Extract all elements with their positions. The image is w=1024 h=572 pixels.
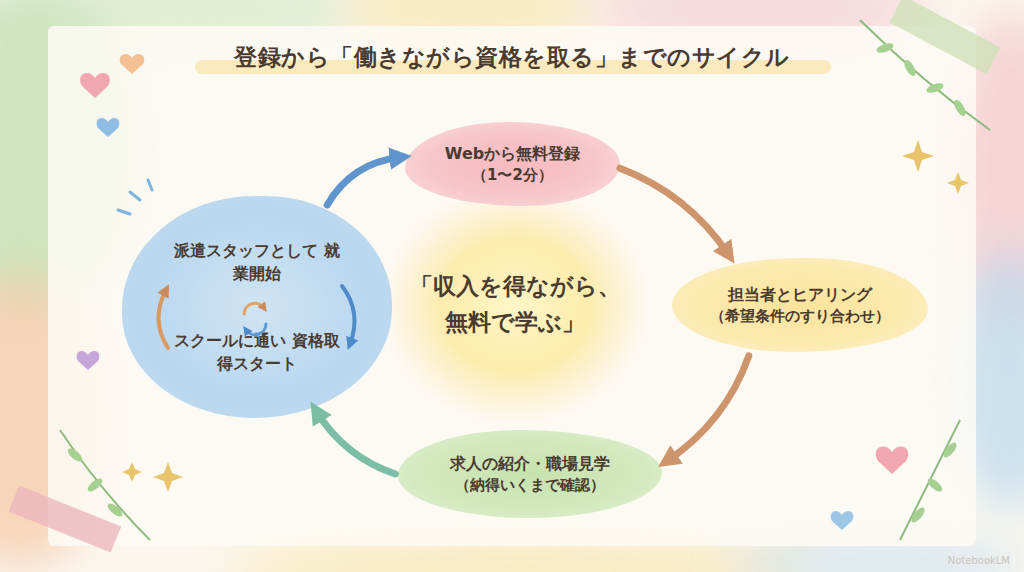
node-text: （1〜2分） [472, 165, 553, 187]
heart-icon [831, 511, 854, 530]
deco-ellipse [66, 446, 85, 464]
work-study-blob: 派遣スタッフとして 就業開始スクールに通い 資格取得スタート [122, 196, 392, 418]
deco-ellipse [909, 506, 927, 525]
heart-icon [77, 351, 100, 370]
deco-path [900, 420, 960, 540]
washi-tape [9, 485, 121, 552]
heart-icon [97, 118, 120, 137]
heart-icon [80, 73, 110, 98]
deco-ellipse [926, 476, 945, 494]
deco-ellipse [902, 58, 918, 78]
cycle-arrow [620, 168, 728, 254]
node-text: 担当者とヒアリング [728, 283, 872, 306]
paper-card [48, 26, 976, 546]
sparkle-icon [122, 462, 142, 482]
step-blob: 担当者とヒアリング（希望条件のすり合わせ） [672, 258, 928, 352]
deco-ellipse [106, 501, 125, 519]
node-text: 求人の紹介・職場見学 [450, 452, 610, 475]
heart-icon [120, 54, 145, 74]
deco-path [60, 430, 150, 540]
deco-line [118, 210, 130, 214]
deco-path [860, 20, 990, 130]
heart-icon [876, 447, 909, 474]
deco-ellipse [86, 476, 105, 494]
deco-ellipse [875, 41, 895, 55]
center-message: 「収入を得ながら、 無料で学ぶ」 [400, 212, 630, 398]
watermark: NotebookLM [948, 555, 1010, 566]
leaf-branch [60, 20, 990, 540]
leaf-group [66, 41, 968, 524]
cycle-arrow [316, 411, 395, 474]
sparkle-icon [902, 140, 934, 172]
accent-strokes [118, 180, 152, 214]
node-text: （希望条件のすり合わせ） [710, 306, 890, 328]
step-blob: 求人の紹介・職場見学（納得いくまで確認） [398, 430, 662, 518]
cycle-arrow [667, 356, 749, 461]
node-text: 「収入を得ながら、 無料で学ぶ」 [408, 269, 623, 340]
node-text: スクールに通い 資格取得スタート [172, 329, 342, 375]
deco-ellipse [941, 441, 959, 460]
deco-line [148, 180, 152, 190]
diagram-title: 登録から「働きながら資格を取る」までのサイクル [0, 42, 1024, 73]
deco-ellipse [925, 81, 945, 95]
node-text: 派遣スタッフとして 就業開始 [172, 239, 342, 285]
deco-ellipse [952, 98, 968, 118]
node-text: Webから無料登録 [445, 142, 580, 165]
deco-line [130, 192, 140, 200]
cycle-arrow [327, 157, 401, 205]
sun-glow [380, 185, 650, 425]
step-blob: Webから無料登録（1〜2分） [405, 122, 620, 206]
sparkle-icon [153, 462, 183, 492]
sparkle-icon [947, 172, 969, 194]
node-text: （納得いくまで確認） [455, 475, 605, 497]
